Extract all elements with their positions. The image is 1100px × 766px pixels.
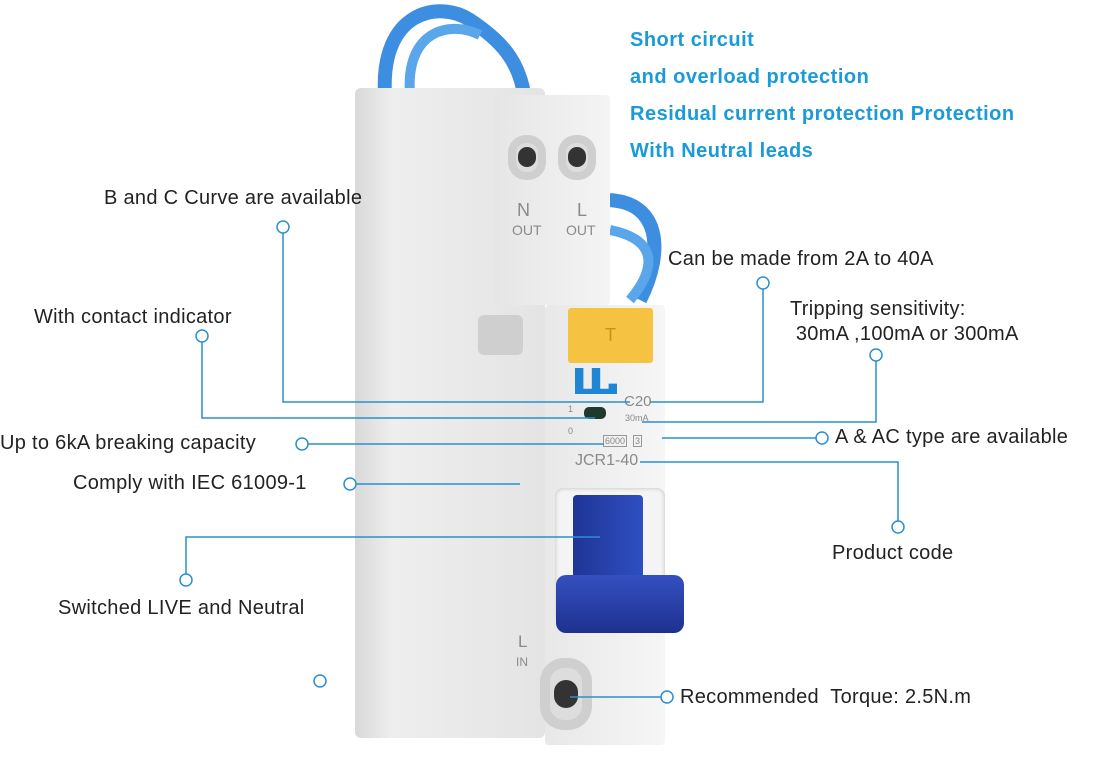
headline-1: Short circuit (630, 29, 755, 51)
in-label: IN (516, 655, 528, 669)
sensitivity-label: 30mA (625, 413, 649, 423)
annotation-type: A & AC type are available (835, 426, 1069, 448)
side-window (478, 315, 523, 355)
n-label: N (517, 200, 530, 220)
annotation-breaking: Up to 6kA breaking capacity (0, 432, 257, 454)
headline-2: and overload protection (630, 66, 870, 88)
terminal-in (540, 658, 592, 730)
marker-iec (343, 477, 357, 491)
capacity-label: 6000 (603, 435, 628, 447)
annotation-curve: B and C Curve are available (104, 187, 363, 209)
marker-type (815, 431, 829, 445)
l-out-label: OUT (566, 222, 596, 238)
marker-curve (276, 220, 290, 234)
off-label: 0 (568, 426, 574, 436)
headline-4: With Neutral leads (630, 140, 814, 162)
toggle-handle[interactable] (573, 495, 643, 590)
terminal-l (558, 135, 596, 180)
n-out-label: OUT (512, 222, 542, 238)
l-label: L (577, 200, 588, 220)
annotation-range: Can be made from 2A to 40A (668, 248, 934, 270)
marker-indicator (195, 329, 209, 343)
line-tripping (642, 361, 877, 423)
marker-breaking (295, 437, 309, 451)
class-label: 3 (633, 435, 643, 447)
test-button[interactable]: T (568, 308, 653, 363)
model-label: JCR1-40 (575, 452, 639, 469)
annotation-indicator: With contact indicator (34, 306, 232, 328)
marker-code (891, 520, 905, 534)
marker-switched (179, 573, 193, 587)
annotation-code: Product code (832, 542, 954, 564)
toggle-handle-lever[interactable] (556, 575, 684, 633)
marker-tripping (869, 348, 883, 362)
line-switched (185, 536, 600, 574)
marker-torque (660, 690, 674, 704)
marker-extra (313, 674, 327, 688)
annotation-tripping-2: 30mA ,100mA or 300mA (790, 323, 1019, 345)
terminal-n (508, 135, 546, 180)
line-curve (282, 233, 630, 403)
on-label: 1 (568, 404, 574, 414)
marker-range (756, 276, 770, 290)
annotation-torque: Recommended Torque: 2.5N.m (680, 686, 972, 708)
breaker-top-module (495, 95, 610, 305)
in-l-label: L (518, 632, 528, 651)
contact-indicator (584, 407, 606, 419)
line-indicator (201, 342, 595, 419)
annotation-switched: Switched LIVE and Neutral (58, 597, 305, 619)
headline-3: Residual current protection Protection (630, 103, 1015, 125)
annotation-tripping-1: Tripping sensitivity: (790, 298, 966, 320)
line-code (640, 461, 899, 521)
annotation-iec: Comply with IEC 61009-1 (73, 472, 307, 494)
line-range (650, 289, 764, 403)
rating-label: C20 (624, 393, 652, 410)
